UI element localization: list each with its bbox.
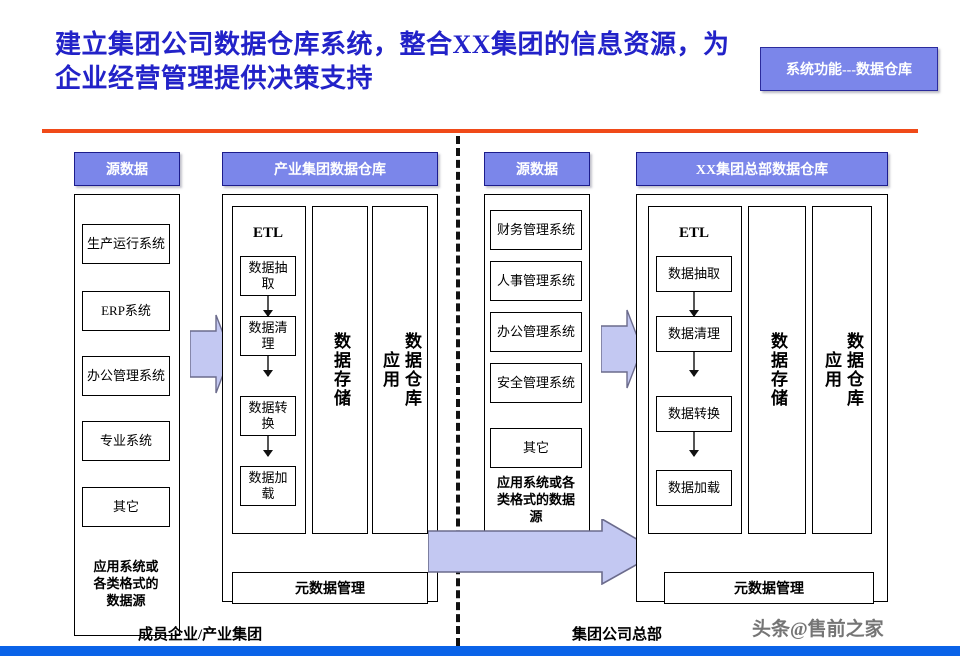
left-etl-title: ETL — [252, 225, 283, 241]
right-application-label: 数据仓库应用 — [822, 332, 863, 408]
right-etl-step-2[interactable]: 数据转换 — [656, 396, 732, 432]
watermark: 头条@售前之家 — [752, 619, 884, 640]
right-etl-step-1[interactable]: 数据清理 — [656, 316, 732, 352]
left-storage-label: 数据存储 — [331, 332, 350, 408]
left-etl-connector-2 — [263, 436, 273, 457]
left-source-item-0[interactable]: 生产运行系统 — [82, 224, 170, 264]
left-source-item-2[interactable]: 办公管理系统 — [82, 356, 170, 396]
left-source-panel — [74, 194, 180, 636]
left-application-column: 数据仓库应用 — [372, 206, 428, 534]
right-etl-connector-1 — [689, 352, 699, 377]
right-etl-step-0[interactable]: 数据抽取 — [656, 256, 732, 292]
right-etl-connector-2 — [689, 432, 699, 457]
page-title-line-2: 企业经营管理提供决策支持 — [55, 64, 374, 93]
left-source-item-1[interactable]: ERP系统 — [82, 291, 170, 331]
right-source-header: 源数据 — [484, 152, 590, 186]
status-badge: 系统功能---数据仓库 — [760, 47, 938, 91]
arrow-right-sources-to-warehouse — [601, 308, 643, 390]
right-etl-step-3[interactable]: 数据加载 — [656, 470, 732, 506]
right-foot-label: 集团公司总部 — [572, 627, 663, 643]
right-source-item-0[interactable]: 财务管理系统 — [490, 210, 582, 250]
right-storage-column: 数据存储 — [748, 206, 806, 534]
right-etl-title: ETL — [678, 225, 709, 241]
left-etl-step-2[interactable]: 数据转换 — [240, 396, 296, 436]
footer-bar — [0, 646, 960, 656]
right-storage-label: 数据存储 — [768, 332, 787, 408]
vertical-dashed-divider — [456, 136, 460, 646]
left-source-item-3[interactable]: 专业系统 — [82, 421, 170, 461]
left-metadata-box[interactable]: 元数据管理 — [232, 572, 428, 604]
accent-divider-rule — [42, 129, 918, 133]
left-etl-step-1[interactable]: 数据清理 — [240, 316, 296, 356]
arrow-left-warehouse-to-right-warehouse — [428, 519, 660, 585]
right-source-item-4[interactable]: 其它 — [490, 428, 582, 468]
left-source-item-4[interactable]: 其它 — [82, 487, 170, 527]
right-warehouse-header: XX集团总部数据仓库 — [636, 152, 888, 186]
left-warehouse-header: 产业集团数据仓库 — [222, 152, 438, 186]
left-foot-label: 成员企业/产业集团 — [138, 627, 263, 643]
right-source-item-3[interactable]: 安全管理系统 — [490, 363, 582, 403]
page-title: 建立集团公司数据仓库系统，整合XX集团的信息资源，为 企业经营管理提供决策支持 — [55, 28, 745, 96]
left-etl-connector-0 — [263, 296, 273, 317]
page-title-line-1: 建立集团公司数据仓库系统，整合XX集团的信息资源，为 — [55, 30, 730, 59]
left-source-header: 源数据 — [74, 152, 180, 186]
left-storage-column: 数据存储 — [312, 206, 368, 534]
right-source-item-2[interactable]: 办公管理系统 — [490, 312, 582, 352]
right-source-note: 应用系统或各 类格式的数据 源 — [496, 475, 575, 524]
right-application-column: 数据仓库应用 — [812, 206, 872, 534]
right-source-item-1[interactable]: 人事管理系统 — [490, 261, 582, 301]
left-etl-step-0[interactable]: 数据抽取 — [240, 256, 296, 296]
left-etl-step-3[interactable]: 数据加载 — [240, 466, 296, 506]
left-etl-connector-1 — [263, 356, 273, 377]
right-etl-connector-0 — [689, 292, 699, 317]
right-metadata-box[interactable]: 元数据管理 — [664, 572, 874, 604]
left-application-label: 数据仓库应用 — [380, 332, 421, 408]
left-source-note: 应用系统或 各类格式的 数据源 — [93, 559, 159, 608]
